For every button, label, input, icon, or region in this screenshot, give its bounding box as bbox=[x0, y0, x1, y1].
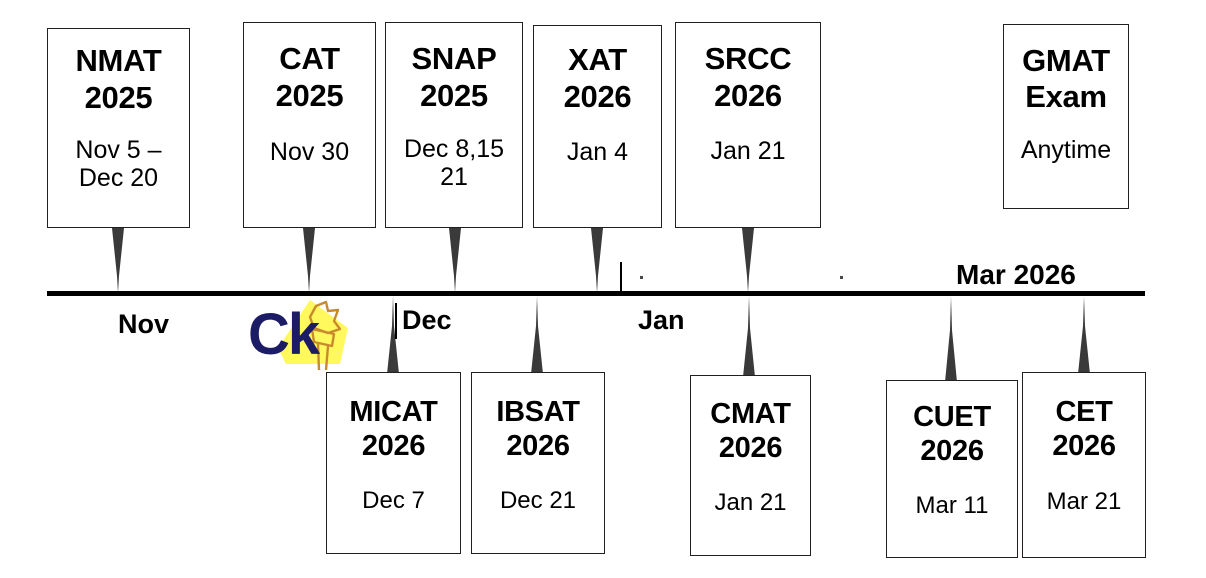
exam-date: Jan 4 bbox=[566, 138, 629, 167]
pointer-spike-micat bbox=[381, 296, 405, 374]
month-tick-dec bbox=[395, 303, 397, 339]
pointer-spike-snap bbox=[443, 228, 467, 293]
exam-year: 2026 bbox=[718, 431, 783, 464]
watermark-text: Ck bbox=[248, 302, 320, 367]
exam-card-cuet[interactable]: CUET 2026 Mar 11 bbox=[886, 380, 1018, 558]
axis-dot bbox=[840, 276, 843, 279]
exam-date: Dec 7 bbox=[362, 487, 425, 515]
exam-name: GMAT bbox=[1022, 43, 1110, 78]
exam-name: CUET bbox=[913, 401, 991, 433]
exam-date: Dec 8,15 21 bbox=[403, 135, 505, 192]
pointer-spike-xat bbox=[585, 228, 609, 293]
exam-name: CMAT bbox=[710, 398, 791, 430]
exam-year: 2026 bbox=[1052, 429, 1116, 462]
exam-name: CAT bbox=[279, 41, 340, 76]
exam-card-cet[interactable]: CET 2026 Mar 21 bbox=[1022, 372, 1146, 558]
exam-date: Nov 5 – Dec 20 bbox=[75, 136, 162, 193]
exam-date: Mar 11 bbox=[915, 492, 989, 520]
watermark-emblem-icon bbox=[278, 300, 348, 371]
exam-year: 2026 bbox=[506, 429, 570, 462]
month-label-nov: Nov bbox=[118, 309, 170, 339]
exam-card-cat[interactable]: CAT 2025 Nov 30 bbox=[243, 22, 376, 228]
exam-name: CET bbox=[1055, 396, 1113, 428]
exam-year: 2026 bbox=[361, 429, 426, 462]
exam-date: Dec 21 bbox=[499, 487, 577, 515]
pointer-spike-cet bbox=[1072, 296, 1096, 374]
timeline-axis bbox=[47, 291, 1145, 296]
exam-card-snap[interactable]: SNAP 2025 Dec 8,15 21 bbox=[385, 22, 523, 228]
exam-name: MICAT bbox=[349, 396, 438, 428]
pointer-spike-srcc bbox=[736, 228, 760, 293]
exam-year: 2026 bbox=[714, 77, 782, 113]
exam-card-gmat[interactable]: GMAT Exam Anytime bbox=[1003, 24, 1129, 209]
exam-card-ibsat[interactable]: IBSAT 2026 Dec 21 bbox=[471, 372, 605, 554]
exam-card-nmat[interactable]: NMAT 2025 Nov 5 – Dec 20 bbox=[47, 28, 190, 228]
month-label-jan: Jan bbox=[638, 305, 685, 335]
exam-year: 2025 bbox=[84, 79, 153, 115]
axis-dot bbox=[640, 276, 643, 279]
month-label-dec: Dec bbox=[402, 305, 452, 335]
exam-year: Exam bbox=[1025, 78, 1107, 114]
exam-name: NMAT bbox=[75, 43, 162, 78]
exam-card-xat[interactable]: XAT 2026 Jan 4 bbox=[533, 25, 662, 228]
month-label-mar-2026: Mar 2026 bbox=[956, 259, 1076, 290]
exam-year: 2026 bbox=[563, 78, 632, 114]
pointer-spike-ibsat bbox=[525, 296, 549, 374]
pointer-spike-nmat bbox=[106, 228, 130, 293]
exam-date: Jan 21 bbox=[714, 489, 787, 517]
exam-year: 2026 bbox=[920, 434, 984, 467]
exam-date: Anytime bbox=[1020, 136, 1112, 165]
exam-date: Nov 30 bbox=[269, 138, 350, 167]
exam-name: SRCC bbox=[704, 41, 792, 76]
pointer-spike-cmat bbox=[737, 296, 761, 377]
pointer-spike-cat bbox=[297, 228, 321, 293]
exam-card-micat[interactable]: MICAT 2026 Dec 7 bbox=[326, 372, 461, 554]
exam-year: 2025 bbox=[420, 77, 488, 113]
exam-date: Mar 21 bbox=[1046, 488, 1122, 516]
exam-name: XAT bbox=[568, 42, 627, 77]
exam-card-srcc[interactable]: SRCC 2026 Jan 21 bbox=[675, 22, 821, 228]
exam-name: IBSAT bbox=[496, 396, 580, 428]
exam-date: Jan 21 bbox=[710, 137, 786, 166]
pointer-spike-cuet bbox=[939, 296, 963, 382]
watermark-logo: Ck bbox=[248, 298, 358, 376]
exam-year: 2025 bbox=[275, 77, 344, 113]
exam-card-cmat[interactable]: CMAT 2026 Jan 21 bbox=[690, 375, 811, 556]
exam-name: SNAP bbox=[411, 41, 497, 76]
month-tick-jan bbox=[620, 262, 622, 292]
